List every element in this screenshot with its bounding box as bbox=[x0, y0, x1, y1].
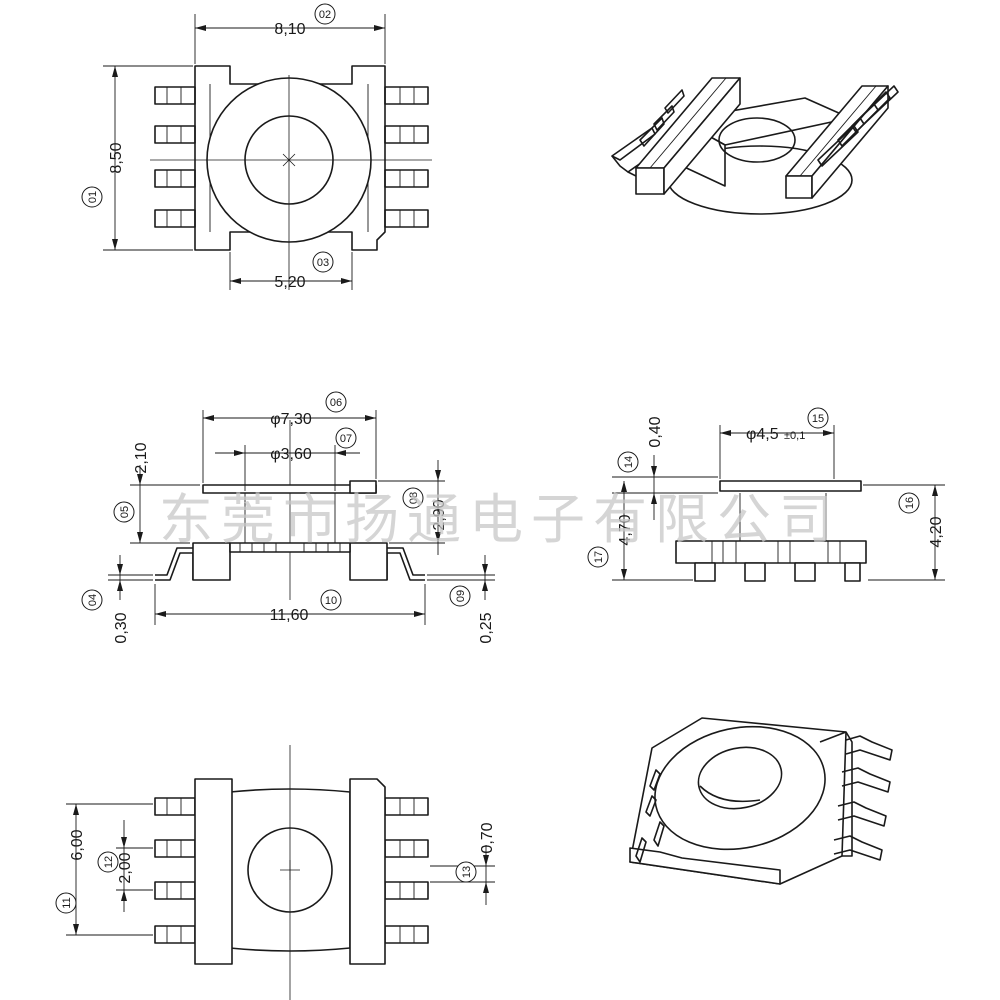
dim-11-value: 6,00 bbox=[69, 829, 86, 860]
side-view bbox=[155, 420, 425, 600]
iso-view-1 bbox=[611, 77, 899, 215]
balloon-16: 16 bbox=[904, 497, 916, 509]
dim-05: 2,10 05 bbox=[113, 442, 200, 544]
balloon-01: 01 bbox=[87, 191, 99, 203]
balloon-12: 12 bbox=[103, 856, 115, 868]
dim-07-value: φ3,60 bbox=[270, 446, 312, 463]
dim-09: 0,25 09 bbox=[427, 555, 495, 644]
balloon-08: 08 bbox=[408, 492, 420, 504]
dim-05-value: 2,10 bbox=[133, 442, 150, 473]
dim-14: 0,40 14 bbox=[612, 416, 718, 520]
dim-13-value: 0,70 bbox=[479, 822, 496, 853]
front-view bbox=[675, 480, 867, 582]
dim-03: 5,20 03 bbox=[229, 251, 353, 291]
balloon-10: 10 bbox=[325, 595, 337, 607]
dim-04-value: 0,30 bbox=[113, 612, 130, 643]
dim-17: 4,70 17 bbox=[587, 481, 693, 581]
top-view bbox=[150, 65, 432, 290]
dim-13: 0,70 13 bbox=[430, 822, 496, 905]
dim-15: φ4,5 ±0,1 15 bbox=[719, 407, 835, 479]
dim-15-value: φ4,5 bbox=[746, 426, 779, 443]
balloon-03: 03 bbox=[317, 257, 329, 269]
balloon-06: 06 bbox=[330, 397, 342, 409]
dim-01: 8,50 01 bbox=[81, 65, 193, 251]
dim-01-value: 8,50 bbox=[108, 142, 125, 173]
watermark: 东莞市扬通电子有限公司 bbox=[159, 488, 841, 551]
dim-14-value: 0,40 bbox=[647, 416, 664, 447]
dim-02: 8,10 02 bbox=[194, 3, 386, 64]
dim-11: 6,00 11 bbox=[55, 803, 153, 936]
balloon-09: 09 bbox=[455, 590, 467, 602]
balloon-04: 04 bbox=[87, 594, 99, 606]
dim-08-value: 2,90 bbox=[431, 499, 448, 530]
dim-16-value: 4,20 bbox=[928, 516, 945, 547]
dim-07: φ3,60 07 bbox=[215, 427, 360, 491]
balloon-14: 14 bbox=[623, 456, 635, 468]
dim-03-value: 5,20 bbox=[274, 274, 305, 291]
balloon-05: 05 bbox=[119, 506, 131, 518]
balloon-02: 02 bbox=[319, 9, 331, 21]
dim-17-value: 4,70 bbox=[617, 514, 634, 545]
dim-10-value: 11,60 bbox=[270, 607, 309, 624]
iso-view-2 bbox=[629, 717, 893, 885]
bottom-view-bore bbox=[247, 827, 333, 913]
dim-09-value: 0,25 bbox=[478, 612, 495, 643]
bottom-view bbox=[154, 745, 429, 1000]
dim-06-value: φ7,30 bbox=[270, 411, 312, 428]
balloon-11: 11 bbox=[61, 897, 73, 908]
dim-15-tolerance: ±0,1 bbox=[784, 430, 805, 442]
dim-08: 2,90 08 bbox=[378, 460, 448, 555]
dim-16: 4,20 16 bbox=[863, 484, 945, 581]
balloon-17: 17 bbox=[593, 551, 605, 563]
dim-02-value: 8,10 bbox=[274, 21, 305, 38]
dim-04: 0,30 04 bbox=[81, 555, 153, 644]
dim-10: 11,60 10 bbox=[154, 584, 426, 625]
balloon-15: 15 bbox=[812, 413, 824, 425]
dim-06: φ7,30 06 bbox=[202, 391, 377, 483]
dim-12-value: 2,00 bbox=[117, 852, 134, 883]
dim-12: 2,00 12 bbox=[97, 820, 153, 912]
balloon-07: 07 bbox=[340, 433, 352, 445]
balloon-13: 13 bbox=[461, 866, 473, 878]
